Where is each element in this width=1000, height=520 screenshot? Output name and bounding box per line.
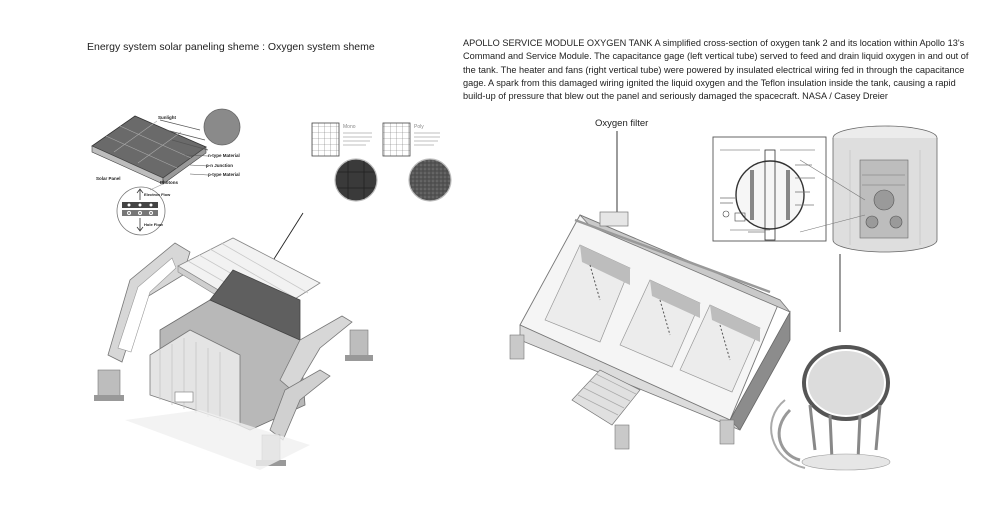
apollo-tank-schematic [712, 125, 938, 253]
photons-label: Photons [160, 180, 178, 185]
solar-cell-diagram: Sunlight n-type Material p-n Junction p-… [91, 108, 241, 236]
mono-panel-swatch [311, 122, 340, 157]
poly-panel-swatch [382, 122, 411, 157]
solar-panel-label: Solar Panel [96, 176, 121, 181]
solar-module-illustration [94, 237, 373, 470]
poly-cell-zoom [408, 158, 452, 202]
mono-title: Mono [343, 124, 356, 130]
mono-cell-zoom [334, 158, 378, 202]
stairs [571, 369, 641, 426]
oxygen-filter-label: Oxygen filter [595, 118, 649, 129]
p-type-label: p-type Material [208, 172, 240, 177]
left-title: Energy system solar paneling sheme : Oxy… [87, 41, 375, 53]
oxygen-tank-caption: APOLLO SERVICE MODULE OXYGEN TANK A simp… [463, 38, 969, 102]
poly-title: Poly [414, 124, 424, 130]
sun-icon [203, 108, 241, 146]
hole-flow-label: Hole Flow [144, 222, 164, 227]
mono-poly-comparison: Mono Poly [311, 122, 452, 202]
oxygen-module-illustration [509, 131, 891, 471]
electron-flow-label: Electron Flow [144, 192, 171, 197]
n-type-label: n-type Material [208, 153, 240, 158]
pn-junction-label: p-n Junction [206, 163, 233, 168]
sunlight-label: Sunlight [158, 115, 176, 120]
